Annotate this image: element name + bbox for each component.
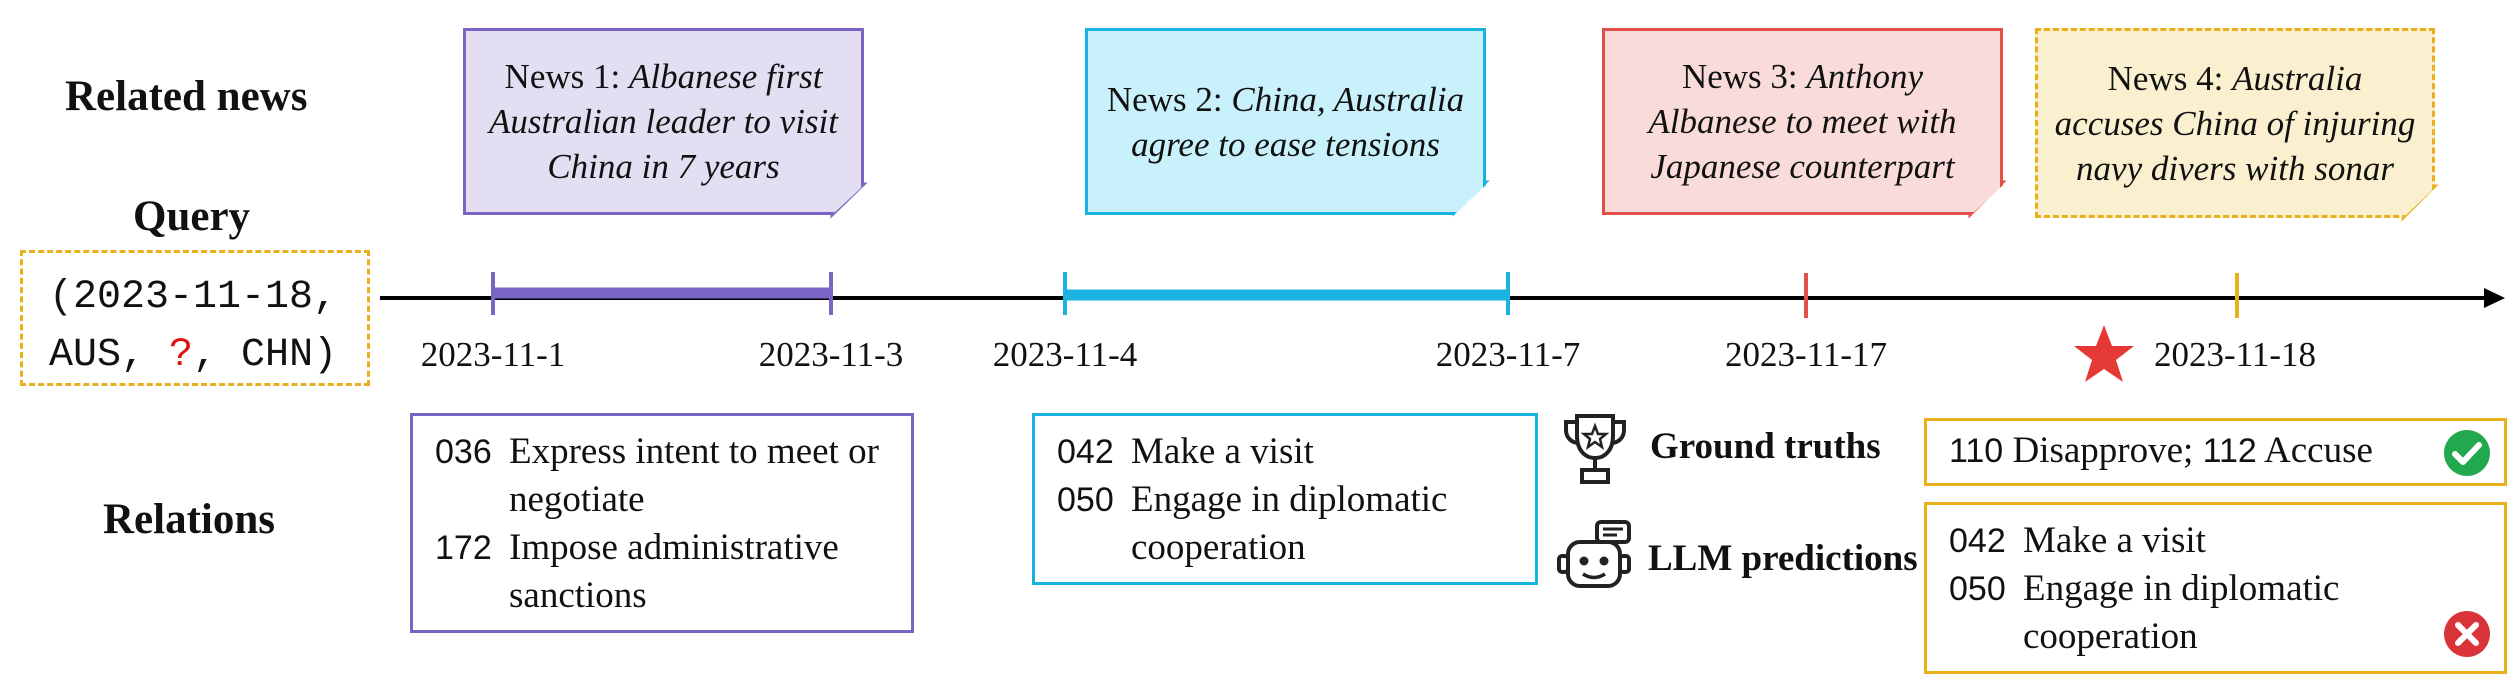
news-2-title: China, Australia agree to ease tensions — [1131, 79, 1465, 164]
related-news-heading: Related news — [65, 73, 308, 120]
news-3-prefix: News 3: — [1681, 57, 1807, 96]
query-line-2: AUS, ?, CHN) — [49, 333, 338, 378]
news-4-prefix: News 4: — [2107, 58, 2233, 98]
query-missing-relation: ? — [169, 333, 194, 378]
relations-heading: Relations — [103, 496, 275, 543]
date-label-6: 2023-11-18 — [2153, 335, 2317, 374]
date-label-3: 2023-11-4 — [992, 335, 1138, 374]
ground-truths-box: 110 Disapprove; 112 Accuse — [1924, 418, 2507, 486]
news-note-1: News 1: Albanese first Australian leader… — [463, 28, 864, 215]
news-1-prefix: News 1: — [504, 57, 629, 96]
date-label-5: 2023-11-17 — [1724, 335, 1888, 374]
query-line-1: (2023-11-18, — [49, 275, 338, 320]
date-label-4: 2023-11-7 — [1435, 335, 1581, 374]
query-box: (2023-11-18, AUS, ?, CHN) — [20, 250, 370, 386]
news-note-3: News 3: Anthony Albanese to meet with Ja… — [1602, 28, 2003, 215]
check-icon — [2444, 430, 2490, 476]
query-heading: Query — [133, 193, 251, 240]
ground-truth-item: 110 Disapprove; 112 Accuse — [1949, 430, 2373, 471]
star-icon — [2074, 325, 2134, 382]
news-4-title: Australia accuses China of injuring navy… — [2054, 58, 2416, 188]
news-note-2: News 2: China, Australia agree to ease t… — [1085, 28, 1486, 215]
date-label-1: 2023-11-1 — [420, 335, 566, 374]
news-note-4: News 4: Australia accuses China of injur… — [2035, 28, 2435, 218]
llm-predictions-label: LLM predictions — [1648, 538, 1918, 579]
robot-icon — [1557, 520, 1631, 588]
cross-icon — [2444, 611, 2490, 657]
timeline-arrowhead — [2484, 288, 2505, 308]
news-3-title: Anthony Albanese to meet with Japanese c… — [1648, 57, 1957, 186]
trophy-icon — [1564, 414, 1626, 484]
news-2-prefix: News 2: — [1106, 79, 1232, 119]
news-1-title: Albanese first Australian leader to visi… — [488, 57, 838, 186]
ground-truths-label: Ground truths — [1650, 426, 1881, 467]
date-label-2: 2023-11-3 — [758, 335, 904, 374]
